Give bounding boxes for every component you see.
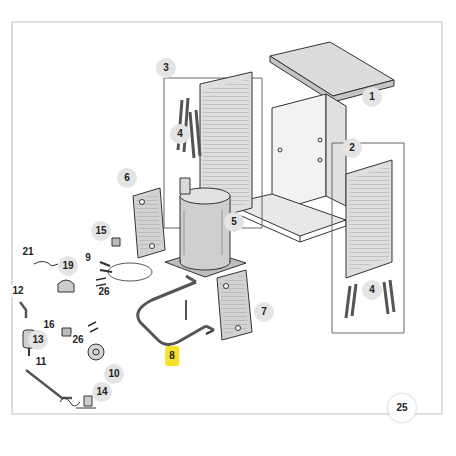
bent-pipe [20, 302, 26, 318]
valve [62, 328, 71, 336]
callout-number: 26 [71, 334, 84, 346]
sensor [112, 238, 120, 246]
callout-number: 16 [42, 319, 55, 331]
pipe [26, 370, 72, 398]
callout-number: 4 [170, 124, 190, 144]
callout-number: 8 [165, 346, 179, 366]
callout-number: 4 [362, 280, 382, 300]
callout-number: 2 [342, 138, 362, 158]
callout-number: 7 [254, 302, 274, 322]
callout-number: 26 [97, 286, 110, 298]
wire [34, 261, 58, 266]
clip [58, 280, 74, 292]
frame [12, 22, 442, 414]
callout-number: 12 [11, 285, 24, 297]
cable [100, 262, 152, 281]
pipe-loop [138, 276, 214, 345]
callout-number: 21 [21, 246, 34, 258]
valve-assembly [60, 396, 96, 408]
callout-number: 6 [117, 168, 137, 188]
coil [88, 344, 104, 360]
callout-number: 10 [104, 364, 124, 384]
callout-number: 5 [224, 212, 244, 232]
callout-number: 13 [28, 330, 48, 350]
callout-number: 19 [58, 256, 78, 276]
callout-number: 9 [84, 252, 92, 264]
callout-number: 15 [91, 221, 111, 241]
callout-number: 11 [35, 356, 48, 368]
callout-number: 25 [388, 394, 416, 422]
callout-number: 1 [362, 87, 382, 107]
callout-number: 14 [92, 382, 112, 402]
side-panel [332, 143, 404, 333]
compressor [165, 178, 246, 277]
heat-exchanger [133, 188, 165, 258]
callout-number: 3 [156, 58, 176, 78]
